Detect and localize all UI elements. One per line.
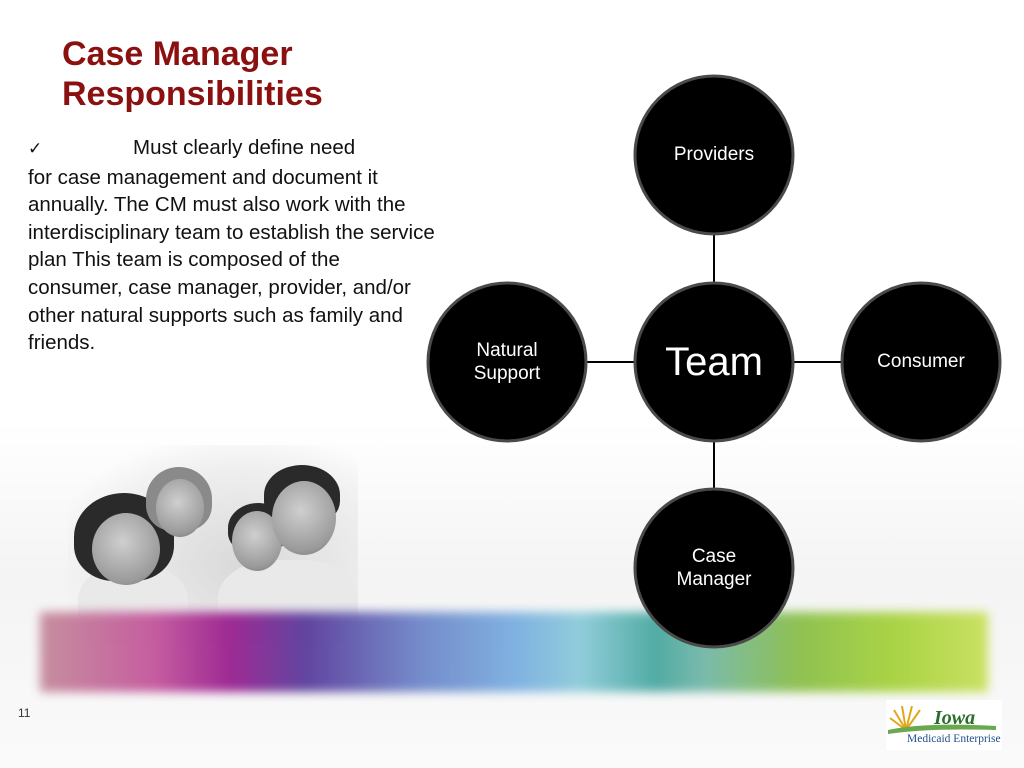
node-label-case-manager: Case Manager <box>635 489 793 647</box>
node-team-center <box>633 281 795 443</box>
photo-face-shape <box>272 481 336 555</box>
node-label-natural-support: Natural Support <box>428 283 586 441</box>
node-natural-support <box>426 281 588 443</box>
node-consumer <box>840 281 1002 443</box>
natural-support-line-2: Support <box>473 363 541 384</box>
body-first-line: Must clearly define need <box>133 136 356 159</box>
title-line-2: Responsibilities <box>62 75 323 113</box>
photo-face-shape <box>156 479 204 537</box>
node-label-providers: Providers <box>673 144 755 165</box>
natural-support-line-1: Natural <box>476 340 538 361</box>
page-title: Case Manager Responsibilities <box>62 34 442 114</box>
title-line-1: Case Manager <box>62 35 293 73</box>
body-paragraph: ✓ Must clearly define need for case manag… <box>28 134 436 357</box>
node-label-consumer: Consumer <box>877 351 965 372</box>
case-manager-line-1: Case <box>691 546 737 567</box>
case-manager-line-2: Manager <box>676 569 752 590</box>
node-case-manager <box>633 487 795 649</box>
photo-face-shape <box>92 513 160 585</box>
node-providers <box>633 74 795 236</box>
checkmark-icon: ✓ <box>28 139 43 159</box>
body-rest: for case management and document it annu… <box>28 165 435 355</box>
page-number: 11 <box>18 706 31 720</box>
node-label-team: Team <box>665 339 763 384</box>
logo-caption: Medicaid Enterprise <box>907 733 1001 745</box>
logo-wordmark: Iowa <box>933 707 975 729</box>
iowa-medicaid-logo-icon: Iowa <box>886 700 1002 750</box>
decorative-color-band <box>40 612 988 692</box>
